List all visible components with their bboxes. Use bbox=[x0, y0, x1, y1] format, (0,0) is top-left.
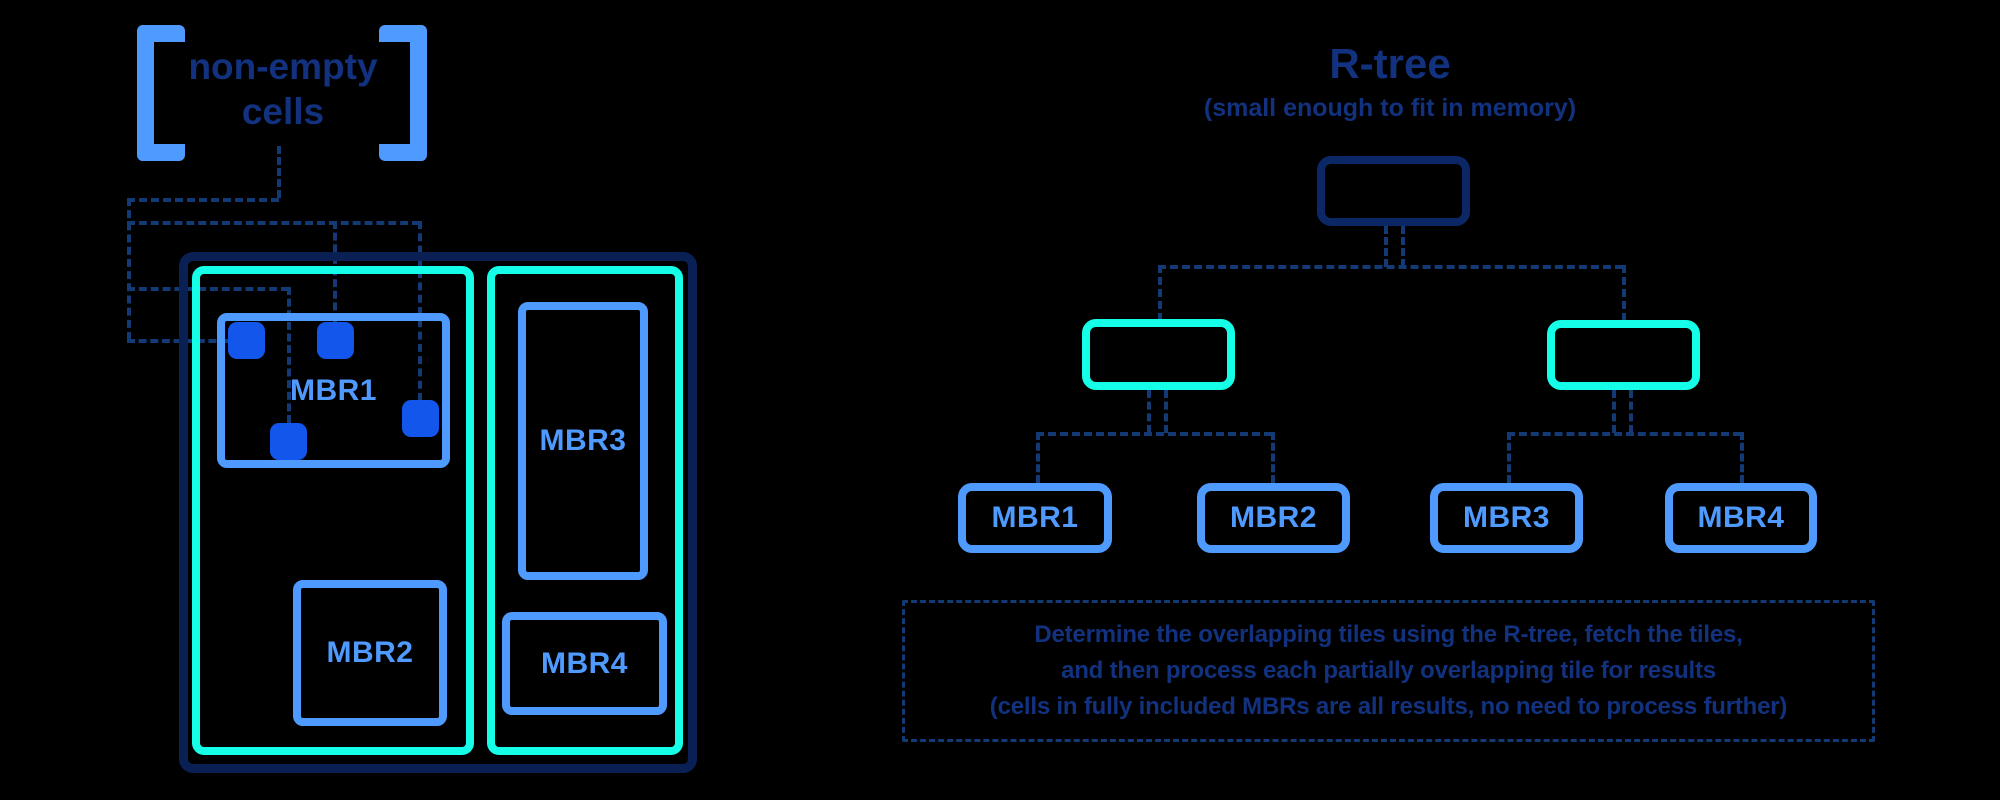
note-line3: (cells in fully included MBRs are all re… bbox=[989, 693, 1788, 720]
note-line1: Determine the overlapping tiles using th… bbox=[1034, 621, 1743, 648]
cell-right bbox=[402, 400, 439, 437]
rtree-internal-node-left bbox=[1082, 319, 1235, 390]
connector-left-drop bbox=[127, 198, 131, 340]
branch-root-stub-right bbox=[1401, 226, 1405, 267]
branch-root-stub-left bbox=[1384, 226, 1388, 267]
branch-left-horizontal bbox=[1036, 432, 1272, 436]
branch-drop-leaf-mbr3 bbox=[1507, 432, 1511, 483]
leaf-mbr3-label: MBR3 bbox=[1462, 501, 1550, 534]
non-empty-cells-line1: non-empty bbox=[188, 46, 378, 87]
mbr4-box-label: MBR4 bbox=[540, 646, 628, 680]
mbr3-box-label: MBR3 bbox=[539, 424, 627, 457]
connector-to-cell-bottom bbox=[287, 287, 291, 423]
connector-h3 bbox=[127, 287, 289, 291]
rtree-leaf-mbr4: MBR4 bbox=[1665, 483, 1817, 553]
rtree-root-node bbox=[1317, 156, 1470, 226]
branch-right-horizontal bbox=[1507, 432, 1741, 436]
leaf-mbr1-label: MBR1 bbox=[991, 501, 1079, 534]
rtree-internal-node-right bbox=[1547, 320, 1700, 390]
tiles-outer-box bbox=[179, 252, 697, 773]
cell-top-middle bbox=[317, 322, 354, 359]
non-empty-cells-label: non-empty cells bbox=[157, 44, 409, 134]
branch-drop-leaf-mbr2 bbox=[1271, 432, 1275, 483]
cell-top-left bbox=[228, 322, 265, 359]
rtree-leaf-mbr3: MBR3 bbox=[1430, 483, 1583, 553]
tile-group-right-box bbox=[487, 266, 683, 755]
tile-group-left-box bbox=[192, 266, 474, 755]
rtree-header: R-tree (small enough to fit in memory) bbox=[1090, 40, 1690, 124]
branch-drop-internal-left bbox=[1158, 265, 1162, 321]
branch-internal-left-stub1 bbox=[1147, 390, 1151, 433]
branch-drop-leaf-mbr1 bbox=[1036, 432, 1040, 483]
note-box: Determine the overlapping tiles using th… bbox=[902, 600, 1875, 742]
rtree-leaf-mbr1: MBR1 bbox=[958, 483, 1112, 553]
connector-h1 bbox=[127, 198, 279, 202]
mbr1-box-label: MBR1 bbox=[289, 373, 377, 407]
connector-to-cell-right bbox=[418, 221, 422, 401]
rtree-leaf-mbr2: MBR2 bbox=[1197, 483, 1350, 553]
note-line2: and then process each partially overlapp… bbox=[1061, 657, 1716, 684]
branch-internal-right-stub1 bbox=[1612, 390, 1616, 433]
connector-label-stem bbox=[277, 146, 281, 198]
connector-h2 bbox=[127, 221, 420, 225]
non-empty-cells-line2: cells bbox=[241, 91, 325, 132]
leaf-mbr2-label: MBR2 bbox=[1229, 501, 1317, 534]
leaf-mbr4-label: MBR4 bbox=[1697, 501, 1785, 534]
branch-internal-right-stub2 bbox=[1629, 390, 1633, 433]
right-bracket-icon bbox=[379, 25, 427, 161]
mbr3-box: MBR3 bbox=[518, 302, 648, 580]
mbr4-box: MBR4 bbox=[502, 612, 667, 715]
rtree-subtitle: (small enough to fit in memory) bbox=[1203, 94, 1577, 122]
branch-root-horizontal bbox=[1158, 265, 1623, 269]
left-bracket-icon bbox=[137, 25, 185, 161]
connector-to-cell-topleft bbox=[127, 339, 228, 343]
rtree-title: R-tree bbox=[1329, 40, 1451, 87]
branch-drop-internal-right bbox=[1622, 265, 1626, 321]
branch-drop-leaf-mbr4 bbox=[1740, 432, 1744, 483]
branch-internal-left-stub2 bbox=[1164, 390, 1168, 433]
mbr2-box-label: MBR2 bbox=[326, 636, 414, 669]
cell-bottom-middle bbox=[270, 423, 307, 460]
mbr1-box: MBR1 bbox=[217, 313, 450, 468]
mbr2-box: MBR2 bbox=[293, 580, 447, 726]
